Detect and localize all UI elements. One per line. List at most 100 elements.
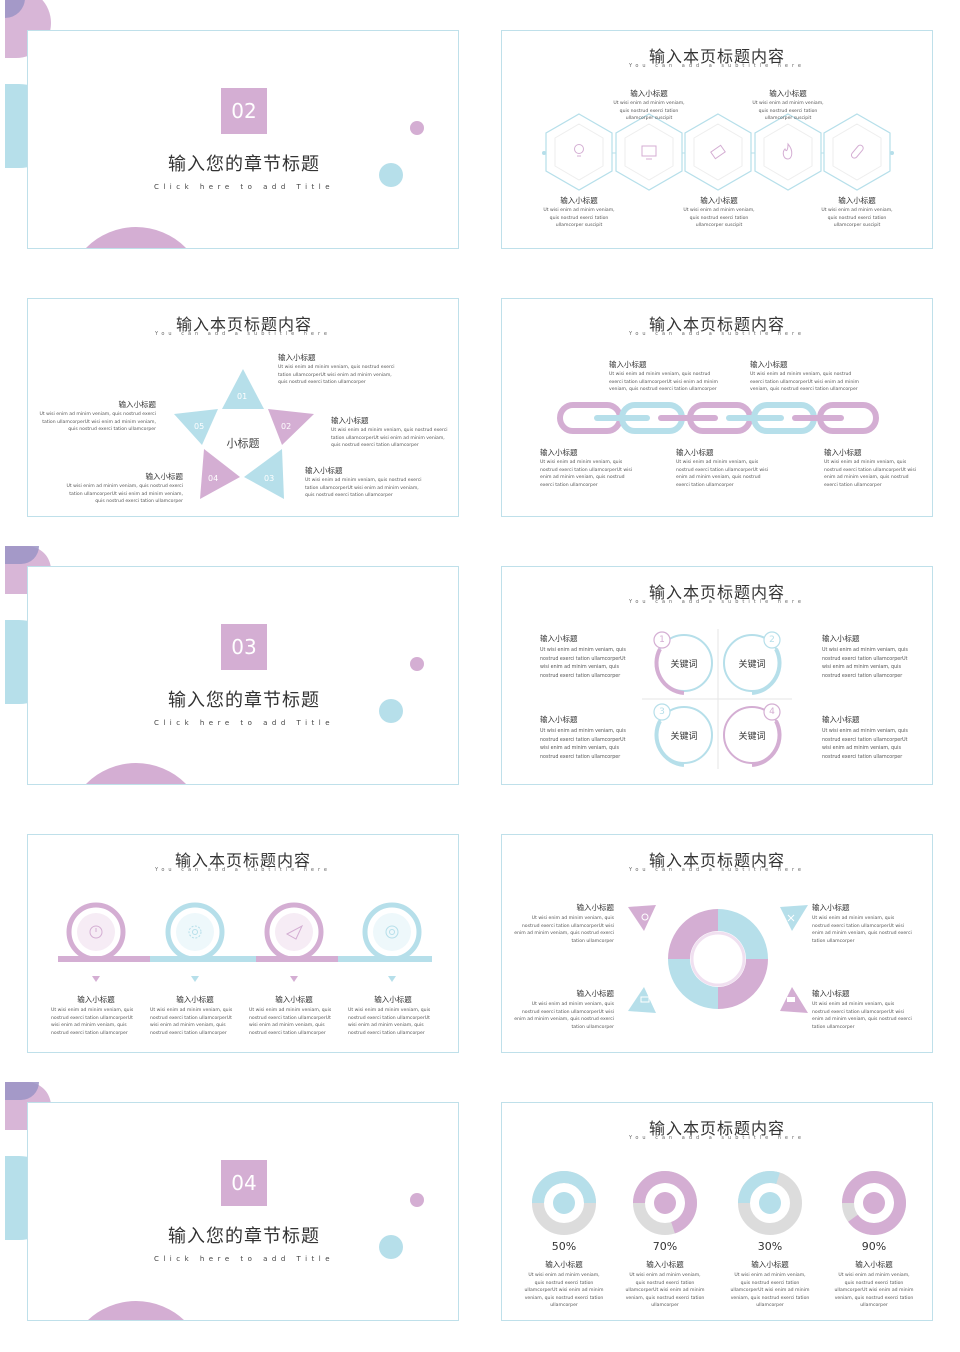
settings-icon: [188, 925, 202, 939]
cycle-label-3: 输入小标题: [576, 989, 615, 998]
page-subtitle: You can add a subtitle here: [628, 63, 805, 69]
chain-slide: 输入本页标题内容 You can add a subtitle here 输入小…: [501, 298, 933, 517]
hex-bottom-text-2: Ut wisi enim ad minim veniam, quis nostr…: [683, 208, 755, 228]
page-title: 输入本页标题内容: [175, 315, 312, 334]
cycle-text-4: Ut wisi enim ad minim veniam, quis nostr…: [812, 1002, 912, 1030]
decor-dot-purple: [410, 657, 424, 671]
hex-top-label-1: 输入小标题: [630, 89, 668, 98]
keyword-number-4: 4: [769, 707, 775, 717]
donut-value-1: [532, 1171, 596, 1203]
chapter-title: 输入您的章节标题: [168, 1226, 320, 1247]
keyword-text-2: Ut wisi enim ad minim veniam, quis nostr…: [822, 648, 908, 679]
chapter-title: 输入您的章节标题: [168, 690, 320, 711]
hexagon-4: [754, 113, 822, 191]
hex-bottom-label-3: 输入小标题: [838, 196, 876, 205]
hex-top-label-2: 输入小标题: [769, 89, 807, 98]
star-number-05: 05: [194, 422, 205, 431]
chart-category-label-3: 输入小标题: [751, 1260, 789, 1269]
keyword-text-4: Ut wisi enim ad minim veniam, quis nostr…: [822, 729, 908, 760]
star-text-05: Ut wisi enim ad minim veniam, quis nostr…: [39, 412, 156, 432]
chain-diagram: [557, 402, 879, 434]
page-title: 输入本页标题内容: [648, 47, 785, 66]
star-label-04: 输入小标题: [145, 472, 184, 481]
timeline-label-4: 输入小标题: [374, 995, 412, 1004]
page-title: 输入本页标题内容: [648, 851, 785, 870]
keywords-slide: 输入本页标题内容 You can add a subtitle here 1 2…: [501, 566, 933, 785]
star-number-01: 01: [237, 392, 248, 401]
hex-top-text-1: Ut wisi enim ad minim veniam, quis nostr…: [613, 101, 685, 121]
decor-circle-lavender-corner: [5, 546, 39, 564]
page-subtitle: You can add a subtitle here: [628, 599, 805, 605]
keyword-label-4: 输入小标题: [822, 715, 860, 724]
cycle-slide: 输入本页标题内容 You can add a subtitle here 输入小…: [501, 834, 933, 1053]
timeline-slide: 输入本页标题内容 You can add a subtitle here 输入小…: [27, 834, 459, 1053]
cycle-label-1: 输入小标题: [576, 903, 615, 912]
paper-plane-icon: [285, 924, 304, 940]
star-number-02: 02: [281, 422, 292, 431]
chart-text-4: Ut wisi enim ad minim veniam, quis nostr…: [834, 1273, 914, 1308]
cycle-arc-left: [668, 959, 718, 1009]
cycle-text-3: Ut wisi enim ad minim veniam, quis nostr…: [514, 1002, 614, 1030]
keyword-1: 关键词: [670, 660, 698, 670]
keyboard-icon: [640, 996, 650, 1003]
chapter-title: 输入您的章节标题: [168, 154, 320, 175]
hexagon-diagram: [542, 113, 894, 191]
star-point-05: [174, 409, 218, 445]
timeline-text-2: Ut wisi enim ad minim veniam, quis nostr…: [150, 1008, 233, 1036]
chain-top-text-2: Ut wisi enim ad minim veniam, quis nostr…: [750, 372, 860, 392]
decor-half-circle-bottom: [66, 1301, 206, 1320]
chapter-subtitle: Click here to add Title: [153, 719, 335, 727]
chain-top-label-2: 输入小标题: [750, 360, 788, 369]
chart-text-2: Ut wisi enim ad minim veniam, quis nostr…: [625, 1273, 705, 1308]
star-point-04: [200, 449, 240, 499]
timeline-diagram: [58, 902, 432, 982]
chart-value-label-3: 30%: [757, 1240, 783, 1253]
timeline-text-1: Ut wisi enim ad minim veniam, quis nostr…: [51, 1008, 134, 1036]
cycle-arc-top: [668, 909, 718, 959]
chart-value-label-1: 50%: [551, 1240, 577, 1253]
decor-dot-purple: [410, 121, 424, 135]
keyword-number-3: 3: [659, 707, 665, 717]
page-subtitle: You can add a subtitle here: [628, 1135, 805, 1141]
chapter-subtitle: Click here to add Title: [153, 183, 335, 191]
decor-half-circle-bottom: [66, 763, 206, 784]
chain-bottom-text-1: Ut wisi enim ad minim veniam, quis nostr…: [540, 460, 633, 488]
cycle-text-2: Ut wisi enim ad minim veniam, quis nostr…: [812, 916, 912, 944]
keyword-label-2: 输入小标题: [822, 634, 860, 643]
page-subtitle: You can add a subtitle here: [628, 331, 805, 337]
page-title: 输入本页标题内容: [648, 583, 785, 602]
chain-bottom-label-3: 输入小标题: [824, 448, 862, 457]
star-text-02: Ut wisi enim ad minim veniam, quis nostr…: [331, 428, 448, 448]
hex-bottom-text-1: Ut wisi enim ad minim veniam, quis nostr…: [543, 208, 615, 228]
chapter-slide-02: 02 输入您的章节标题 Click here to add Title: [27, 30, 459, 249]
star-point-02: [268, 409, 314, 445]
hex-bottom-label-2: 输入小标题: [700, 196, 738, 205]
star-label-05: 输入小标题: [118, 400, 157, 409]
fire-icon: [782, 142, 793, 160]
star-point-01: [222, 369, 264, 409]
star-point-03: [244, 449, 284, 499]
chapter-number-box: 03: [221, 624, 267, 670]
hex-bottom-label-1: 输入小标题: [560, 196, 598, 205]
cycle-diagram: [628, 905, 808, 1013]
chart-category-label-1: 输入小标题: [545, 1260, 583, 1269]
cycle-label-2: 输入小标题: [812, 903, 850, 912]
hex-bottom-text-3: Ut wisi enim ad minim veniam, quis nostr…: [821, 208, 893, 228]
tools-icon: [787, 914, 795, 922]
timeline-text-4: Ut wisi enim ad minim veniam, quis nostr…: [348, 1008, 431, 1036]
chain-bottom-label-1: 输入小标题: [540, 448, 578, 457]
star-label-02: 输入小标题: [331, 416, 369, 425]
star-diagram: [174, 369, 314, 499]
chart-category-label-2: 输入小标题: [646, 1260, 684, 1269]
chapter-number-box: 04: [221, 1160, 267, 1206]
chart-value-label-4: 90%: [861, 1240, 887, 1253]
keyword-label-3: 输入小标题: [540, 715, 578, 724]
keyword-number-2: 2: [769, 635, 775, 645]
database-icon: [863, 1192, 885, 1214]
decor-circle-lavender-corner: [5, 1082, 39, 1100]
cycle-arc-bottom: [718, 959, 768, 1009]
cycle-label-4: 输入小标题: [812, 989, 850, 998]
decor-dot-purple: [410, 1193, 424, 1207]
hexagon-1: [545, 113, 613, 191]
decor-half-circle-bottom: [66, 227, 206, 248]
